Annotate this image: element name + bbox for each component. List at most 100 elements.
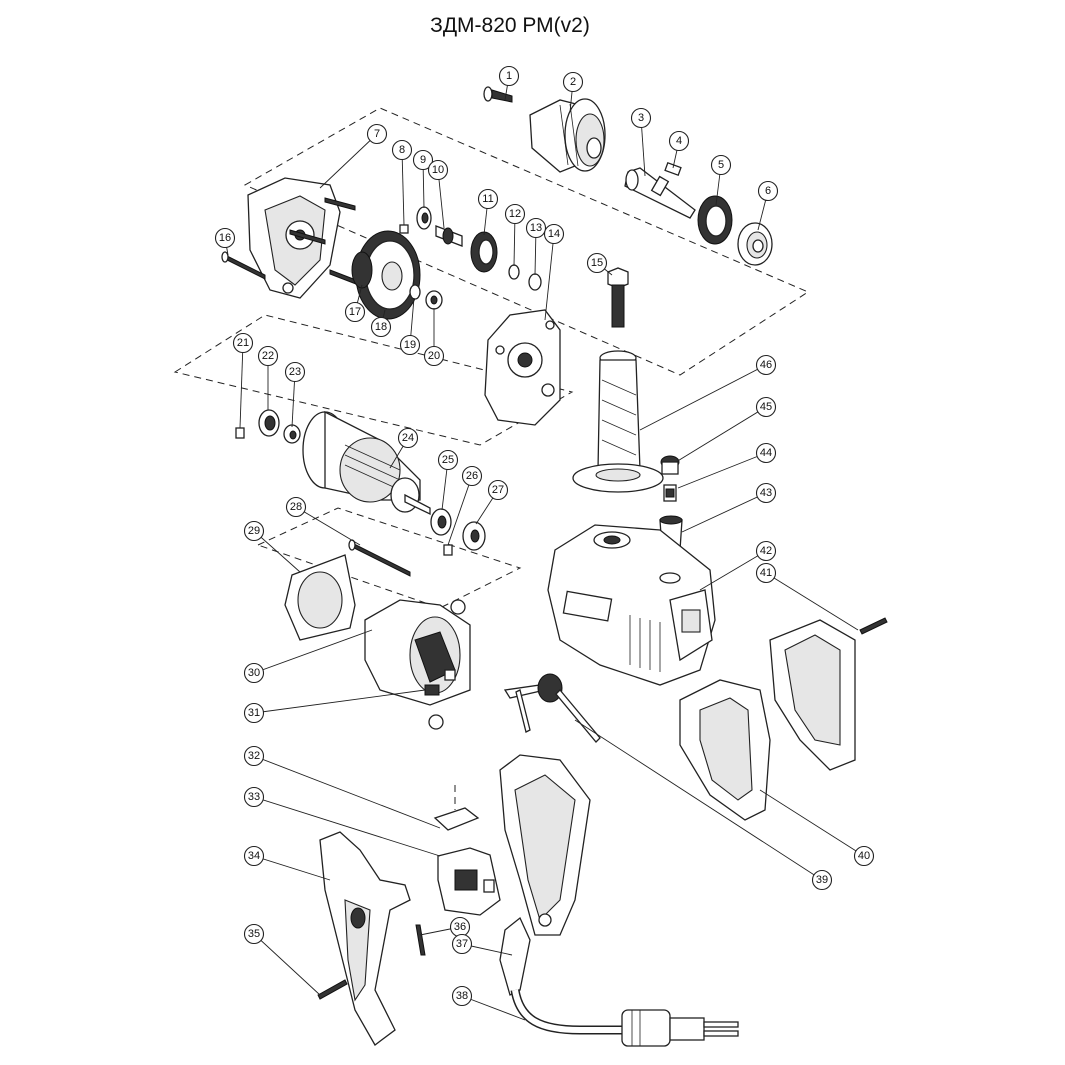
callout-circle bbox=[757, 180, 779, 202]
part-number: 4 bbox=[676, 135, 682, 147]
callout-circle bbox=[504, 203, 526, 225]
callout-circle bbox=[811, 869, 833, 891]
gear-cover-part bbox=[484, 309, 561, 426]
part-number: 46 bbox=[760, 359, 772, 371]
part-callout-35: 35 bbox=[243, 923, 265, 945]
leader-line-42 bbox=[699, 550, 767, 591]
air-baffle-part bbox=[284, 554, 356, 641]
part-callout-8: 8 bbox=[391, 139, 413, 161]
part-number: 23 bbox=[289, 366, 301, 378]
cord-group bbox=[499, 916, 739, 1047]
plug-part bbox=[621, 1009, 739, 1047]
spindle-part bbox=[624, 167, 696, 219]
armature-pin-part bbox=[235, 427, 245, 439]
callout-circle bbox=[243, 923, 265, 945]
power-cord-part bbox=[510, 989, 625, 1035]
callout-circle bbox=[562, 71, 584, 93]
callout-circle bbox=[257, 345, 279, 367]
drill-chuck-part bbox=[529, 98, 606, 173]
part-number: 17 bbox=[349, 306, 361, 318]
gearbox-group bbox=[221, 177, 561, 426]
part-number: 39 bbox=[816, 874, 828, 886]
callout-circle bbox=[344, 301, 366, 323]
part-number: 8 bbox=[399, 144, 405, 156]
callout-circle bbox=[755, 540, 777, 562]
part-callout-39: 39 bbox=[811, 869, 833, 891]
callout-circle bbox=[391, 139, 413, 161]
chuck-group bbox=[483, 86, 773, 266]
part-number: 3 bbox=[638, 112, 644, 124]
stator-part bbox=[364, 599, 471, 730]
part-callout-26: 26 bbox=[461, 465, 483, 487]
adapter-part bbox=[663, 484, 677, 502]
gearbox-housing-part bbox=[547, 524, 716, 686]
part-callout-30: 30 bbox=[243, 662, 265, 684]
part-callout-1: 1 bbox=[498, 65, 520, 87]
part-callout-5: 5 bbox=[710, 154, 732, 176]
callout-circle bbox=[451, 933, 473, 955]
callout-circle bbox=[487, 479, 509, 501]
side-handle-part bbox=[572, 350, 664, 493]
callout-circle bbox=[668, 130, 690, 152]
leader-line-21 bbox=[239, 342, 244, 429]
handle-screw-part bbox=[317, 979, 348, 1000]
leader-line-38 bbox=[461, 995, 526, 1021]
callout-circle bbox=[586, 252, 608, 274]
part-number: 38 bbox=[456, 990, 468, 1002]
part-number: 34 bbox=[248, 850, 260, 862]
handle-assembly-group bbox=[317, 754, 591, 1046]
part-callout-45: 45 bbox=[755, 396, 777, 418]
part-callout-43: 43 bbox=[755, 482, 777, 504]
callout-circle bbox=[412, 149, 434, 171]
part-number: 7 bbox=[374, 128, 380, 140]
part-number: 29 bbox=[248, 525, 260, 537]
part-number: 22 bbox=[262, 350, 274, 362]
part-number: 42 bbox=[760, 545, 772, 557]
part-callout-7: 7 bbox=[366, 123, 388, 145]
retaining-ring-part bbox=[409, 284, 421, 300]
switch-screw-part bbox=[415, 924, 426, 956]
leader-line-30 bbox=[253, 629, 373, 674]
part-callout-25: 25 bbox=[437, 449, 459, 471]
callout-circle bbox=[232, 332, 254, 354]
gear-pin-part bbox=[399, 224, 409, 234]
bearing-holder-part bbox=[462, 521, 486, 551]
needle-bearing-part bbox=[528, 273, 542, 291]
part-callout-4: 4 bbox=[668, 130, 690, 152]
part-number: 27 bbox=[492, 484, 504, 496]
part-callout-20: 20 bbox=[423, 345, 445, 367]
diagram-title: ЗДМ-820 РМ(v2) bbox=[430, 14, 590, 37]
callout-circle bbox=[243, 662, 265, 684]
part-callout-12: 12 bbox=[504, 203, 526, 225]
leader-line-40 bbox=[759, 789, 865, 857]
part-callout-42: 42 bbox=[755, 540, 777, 562]
assembly-frames bbox=[173, 107, 810, 609]
handle-grip-part bbox=[679, 679, 771, 821]
callout-circle bbox=[243, 702, 265, 724]
leader-line-26 bbox=[447, 475, 473, 546]
intermediate-shaft-part bbox=[435, 225, 463, 247]
side-handle-group bbox=[572, 267, 683, 561]
spindle-bearing-part bbox=[737, 222, 773, 266]
part-number: 45 bbox=[760, 401, 772, 413]
part-number: 36 bbox=[454, 921, 466, 933]
part-callout-40: 40 bbox=[853, 845, 875, 867]
part-callout-31: 31 bbox=[243, 702, 265, 724]
callout-circle bbox=[214, 227, 236, 249]
part-callout-16: 16 bbox=[214, 227, 236, 249]
leader-lines bbox=[224, 75, 865, 1021]
part-callout-37: 37 bbox=[451, 933, 473, 955]
cord-guard-part bbox=[499, 916, 531, 996]
chuck-screw-part bbox=[483, 86, 513, 103]
part-callout-29: 29 bbox=[243, 520, 265, 542]
part-callout-9: 9 bbox=[412, 149, 434, 171]
armature-washer-part bbox=[283, 424, 301, 444]
part-number: 16 bbox=[219, 232, 231, 244]
left-handle-half-part bbox=[319, 831, 411, 1046]
callout-circle bbox=[451, 985, 473, 1007]
callout-circle bbox=[525, 217, 547, 239]
switch-part bbox=[437, 847, 501, 916]
part-callout-3: 3 bbox=[630, 107, 652, 129]
part-number: 30 bbox=[248, 667, 260, 679]
